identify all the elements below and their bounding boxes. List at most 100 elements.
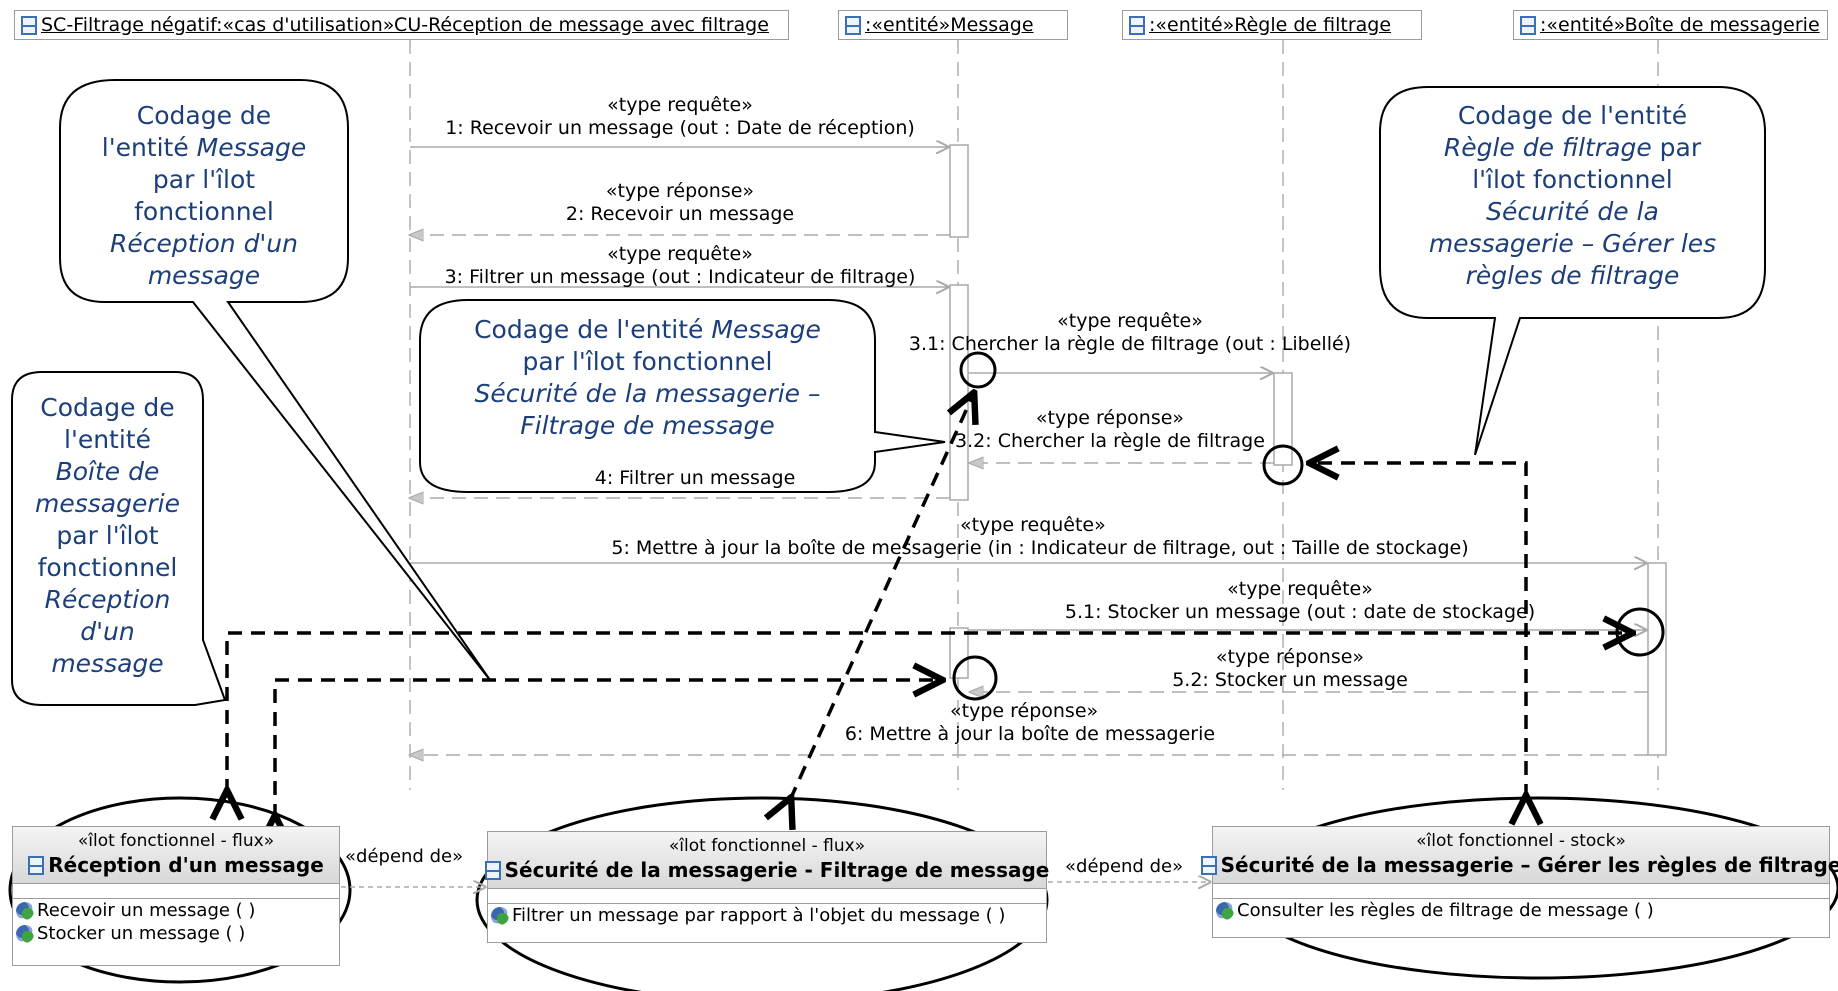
class-header: «îlot fonctionnel - flux» Sécurité de la… <box>484 832 1049 889</box>
operation-row[interactable]: Filtrer un message par rapport à l'objet… <box>488 904 1046 927</box>
msg-3-label[interactable]: «type requête» 3: Filtrer un message (ou… <box>425 243 935 289</box>
bubble-1-line: Codage de <box>136 101 272 130</box>
bubble-3-line: Boîte de <box>12 456 203 488</box>
msg-2-text: 2: Recevoir un message <box>565 203 795 225</box>
bubble-1-line: fonctionnel <box>134 197 274 226</box>
connector-message-to-c1 <box>275 680 940 818</box>
msg-5-label[interactable]: «type requête» 5: Mettre à jour la boîte… <box>560 514 1520 560</box>
bubble-1-text: l'entité <box>101 133 197 162</box>
bubble-2-text: Codage de l'entité <box>474 315 712 344</box>
class-box-reception[interactable]: «îlot fonctionnel - flux» Réception d'un… <box>12 826 340 966</box>
bubble-4-ilot: messagerie – Gérer les <box>1428 229 1717 258</box>
bubble-3-shape <box>11 371 227 706</box>
operation-label: Recevoir un message ( ) <box>37 900 256 921</box>
operation-row[interactable]: Consulter les règles de filtrage de mess… <box>1213 899 1829 922</box>
bubble-2-entity: Message <box>711 315 821 344</box>
activation-boite <box>1647 562 1667 756</box>
bubble-1-ilot: Réception d'un <box>109 229 298 258</box>
msg-6-label[interactable]: «type réponse» 6: Mettre à jour la boîte… <box>820 700 1240 746</box>
msg-1-stereotype: «type requête» <box>607 94 753 116</box>
bubble-3-line: d'un <box>12 616 203 648</box>
bubble-4-ilot: Sécurité de la <box>1486 197 1659 226</box>
class-box-filtrage[interactable]: «îlot fonctionnel - flux» Sécurité de la… <box>484 831 1049 943</box>
class-name-text: Réception d'un message <box>48 853 324 877</box>
circle-message-31 <box>959 351 997 389</box>
msg-6-stereotype: «type réponse» <box>950 700 1099 722</box>
bubble-1-line: par l'îlot <box>152 165 256 194</box>
entity-icon <box>21 15 37 35</box>
lifeline-label: :«entité»Règle de filtrage <box>1149 14 1392 36</box>
msg-2-label[interactable]: «type réponse» 2: Recevoir un message <box>435 180 925 226</box>
bubble-1: Codage de l'entité Message par l'îlot fo… <box>60 100 348 292</box>
lifeline-label: :«entité»Message <box>865 14 1034 36</box>
msg-31-text: 3.1: Chercher la règle de filtrage (out … <box>908 333 1352 355</box>
bubble-1-line: message <box>60 260 348 292</box>
bubble-1-line: l'entité Message <box>60 132 348 164</box>
bubble-1-entity: Message <box>196 133 307 162</box>
class-stereotype: «îlot fonctionnel - stock» <box>1416 831 1626 851</box>
attributes-compartment <box>13 884 339 899</box>
bubble-4-shape <box>1379 86 1766 456</box>
msg-31-label[interactable]: «type requête» 3.1: Chercher la règle de… <box>895 310 1365 356</box>
class-header: «îlot fonctionnel - stock» Sécurité de l… <box>1200 827 1838 884</box>
activation-regle <box>1273 372 1293 466</box>
msg-51-label[interactable]: «type requête» 5.1: Stocker un message (… <box>1040 578 1560 624</box>
msg-51-text: 5.1: Stocker un message (out : date de s… <box>1064 601 1536 623</box>
lifeline-label: :«entité»Boîte de messagerie <box>1540 14 1820 36</box>
lifeline-head-usecase[interactable]: SC-Filtrage négatif:«cas d'utilisation»C… <box>14 10 789 40</box>
connector-regle-to-c3 <box>1312 463 1526 798</box>
msg-51-stereotype: «type requête» <box>1227 578 1373 600</box>
bubble-3-line: l'entité <box>64 425 151 454</box>
operation-row[interactable]: Recevoir un message ( ) <box>13 899 339 922</box>
bubble-3-entity: Boîte de <box>55 457 160 486</box>
bubble-2-ilot: Sécurité de la messagerie – <box>474 379 821 408</box>
bubble-3-line: Réception <box>12 584 203 616</box>
lifeline-head-boite[interactable]: :«entité»Boîte de messagerie <box>1513 10 1828 40</box>
activation-message-1 <box>949 144 969 238</box>
lifeline-head-regle[interactable]: :«entité»Règle de filtrage <box>1122 10 1422 40</box>
bubble-4-line: messagerie – Gérer les <box>1380 228 1765 260</box>
bubble-3: Codage de l'entité Boîte de messagerie p… <box>12 392 203 680</box>
operation-icon <box>16 924 34 943</box>
msg-4-text: 4: Filtrer un message <box>594 467 796 489</box>
bubble-4-line: l'îlot fonctionnel <box>1472 165 1673 194</box>
operation-icon <box>491 906 509 925</box>
bubble-4: Codage de l'entité Règle de filtrage par… <box>1380 100 1765 292</box>
entity-icon <box>1129 15 1145 35</box>
bubble-1-ilot: message <box>147 261 261 290</box>
class-name-text: Sécurité de la messagerie – Gérer les rè… <box>1220 853 1838 877</box>
msg-1-text: 1: Recevoir un message (out : Date de ré… <box>445 117 915 139</box>
bubble-4-line: règles de filtrage <box>1380 260 1765 292</box>
class-icon <box>1200 855 1217 875</box>
ellipse-c2 <box>475 796 1049 991</box>
msg-32-label[interactable]: «type réponse» 3.2: Chercher la règle de… <box>950 407 1270 453</box>
msg-52-label[interactable]: «type réponse» 5.2: Stocker un message <box>1140 646 1440 692</box>
bubble-1-shape <box>59 79 491 681</box>
bubble-3-entity: messagerie <box>35 489 180 518</box>
circle-boite-51 <box>1615 607 1665 657</box>
bubble-4-line: Règle de filtrage par <box>1380 132 1765 164</box>
lifeline-head-message[interactable]: :«entité»Message <box>838 10 1068 40</box>
class-stereotype: «îlot fonctionnel - flux» <box>668 836 866 856</box>
attributes-compartment <box>1213 884 1829 899</box>
operation-row[interactable]: Stocker un message ( ) <box>13 922 339 945</box>
connector-message-to-c2 <box>790 395 973 800</box>
msg-4-label[interactable]: 4: Filtrer un message <box>575 467 815 490</box>
bubble-3-line: fonctionnel <box>37 553 178 582</box>
msg-2-stereotype: «type réponse» <box>605 180 755 202</box>
msg-5-text: 5: Mettre à jour la boîte de messagerie … <box>611 537 1469 559</box>
bubble-3-line: message <box>12 648 203 680</box>
circle-regle-32 <box>1262 444 1304 486</box>
msg-5-stereotype: «type requête» <box>960 514 1106 536</box>
class-name: Sécurité de la messagerie - Filtrage de … <box>484 858 1049 882</box>
bubble-1-line: Réception d'un <box>60 228 348 260</box>
class-box-regles[interactable]: «îlot fonctionnel - stock» Sécurité de l… <box>1200 826 1838 938</box>
coding-connectors <box>227 395 1630 818</box>
bubble-2-line: par l'îlot fonctionnel <box>522 347 773 376</box>
bubble-2-line: Codage de l'entité Message <box>420 314 875 346</box>
operation-label: Consulter les règles de filtrage de mess… <box>1237 900 1654 921</box>
msg-1-label[interactable]: «type requête» 1: Recevoir un message (o… <box>435 94 925 140</box>
msg-52-stereotype: «type réponse» <box>1215 646 1365 668</box>
bubble-2-line: Sécurité de la messagerie – <box>420 378 875 410</box>
bubble-2-line: Filtrage de message <box>420 410 875 442</box>
